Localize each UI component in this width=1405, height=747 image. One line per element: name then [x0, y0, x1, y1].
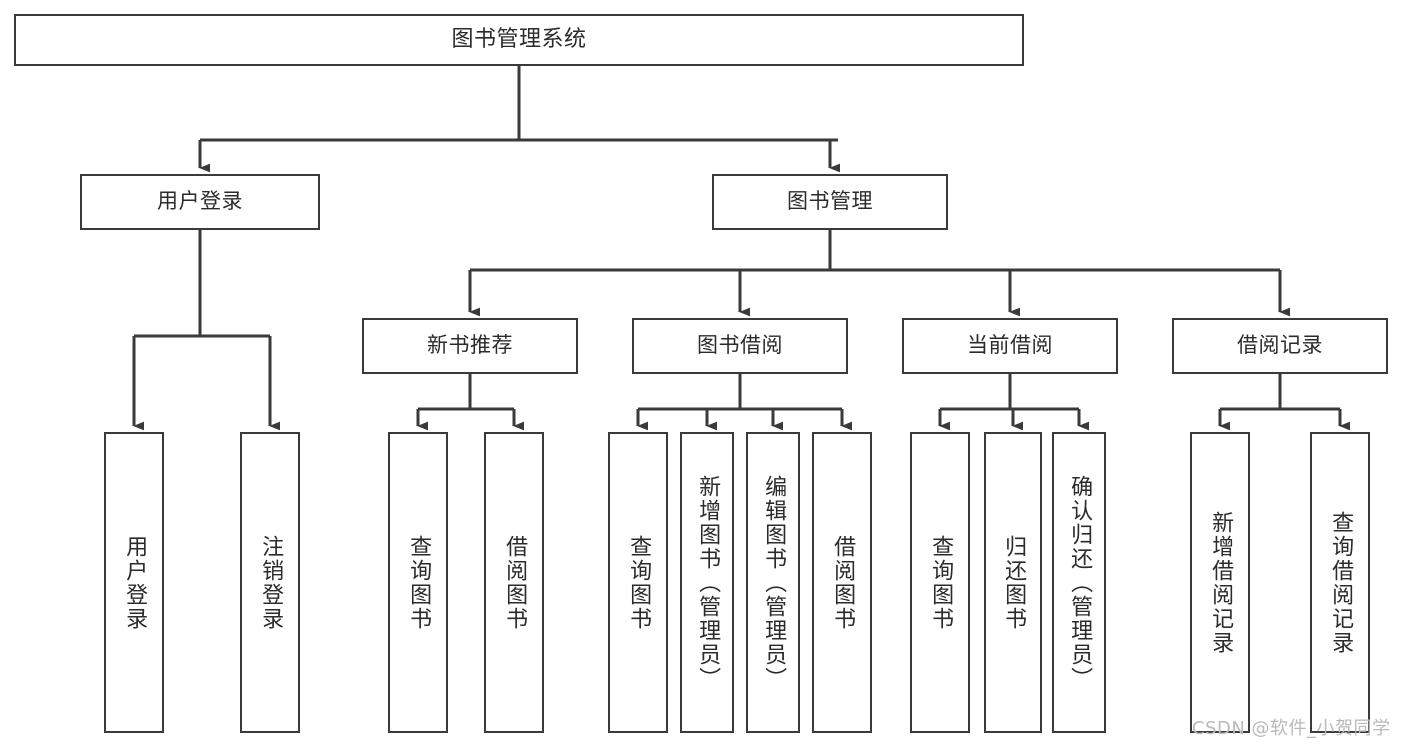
- node-leaf-confirm-return-admin[interactable]: 确认归还（管理员）: [1052, 432, 1106, 733]
- node-label: 查询图书: [406, 534, 432, 631]
- node-leaf-query-book-borrow[interactable]: 查询图书: [608, 432, 668, 733]
- node-leaf-borrow-book[interactable]: 借阅图书: [812, 432, 872, 733]
- node-leaf-return-book[interactable]: 归还图书: [984, 432, 1042, 733]
- node-leaf-query-book-recommend[interactable]: 查询图书: [388, 432, 448, 733]
- node-user-login[interactable]: 用户登录: [80, 174, 320, 230]
- node-leaf-add-borrow-record[interactable]: 新增借阅记录: [1190, 432, 1250, 733]
- node-leaf-user-logout[interactable]: 注销登录: [240, 432, 300, 733]
- node-label: 注销登录: [258, 534, 284, 631]
- edge-bookmanage-to-level3: [468, 230, 1291, 317]
- node-label: 确认归还（管理员）: [1067, 474, 1093, 691]
- node-label: 图书管理: [787, 189, 873, 214]
- node-new-book-recommend[interactable]: 新书推荐: [362, 318, 578, 374]
- node-label: 图书借阅: [697, 333, 783, 358]
- node-leaf-user-login[interactable]: 用户登录: [104, 432, 164, 733]
- node-leaf-query-book-current[interactable]: 查询图书: [910, 432, 970, 733]
- edge-userlogin-to-leaves: [132, 230, 281, 431]
- node-label: 新增借阅记录: [1208, 510, 1234, 655]
- node-borrow-record[interactable]: 借阅记录: [1172, 318, 1388, 374]
- node-label: 借阅图书: [502, 534, 528, 631]
- node-leaf-query-borrow-record[interactable]: 查询借阅记录: [1310, 432, 1370, 733]
- node-label: 查询图书: [626, 534, 652, 631]
- node-leaf-add-book-admin[interactable]: 新增图书（管理员）: [680, 432, 734, 733]
- node-label: 图书管理系统: [451, 26, 587, 52]
- node-book-borrow[interactable]: 图书借阅: [632, 318, 848, 374]
- node-root-system[interactable]: 图书管理系统: [14, 14, 1024, 66]
- node-label: 新书推荐: [427, 333, 513, 358]
- edge-bookborrow-to-leaves: [636, 374, 853, 431]
- node-label: 用户登录: [122, 534, 148, 631]
- edge-borrowrecord-to-leaves: [1218, 374, 1351, 431]
- node-book-manage[interactable]: 图书管理: [712, 174, 948, 230]
- node-label: 借阅图书: [830, 534, 856, 631]
- edge-currentborrow-to-leaves: [938, 374, 1090, 431]
- node-leaf-borrow-book-recommend[interactable]: 借阅图书: [484, 432, 544, 733]
- node-label: 编辑图书（管理员）: [761, 474, 787, 691]
- node-label: 新增图书（管理员）: [695, 474, 721, 691]
- node-label: 当前借阅: [967, 333, 1053, 358]
- node-leaf-edit-book-admin[interactable]: 编辑图书（管理员）: [746, 432, 800, 733]
- node-current-borrow[interactable]: 当前借阅: [902, 318, 1118, 374]
- node-label: 借阅记录: [1237, 333, 1323, 358]
- node-label: 用户登录: [157, 189, 243, 214]
- node-label: 查询图书: [928, 534, 954, 631]
- edge-root-to-level2: [198, 66, 841, 173]
- node-label: 归还图书: [1001, 534, 1027, 631]
- edge-newbook-to-leaves: [416, 374, 525, 431]
- node-label: 查询借阅记录: [1328, 510, 1354, 655]
